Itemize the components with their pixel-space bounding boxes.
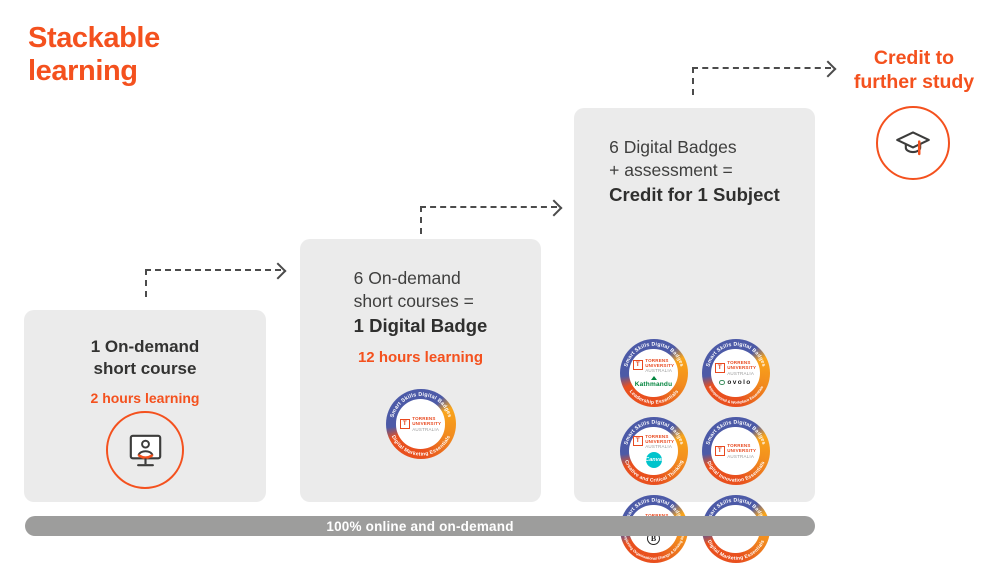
- arrow-head-icon: [269, 262, 287, 280]
- arrow-vertical-line: [692, 67, 694, 95]
- page-title: Stackable learning: [28, 22, 160, 88]
- footer-label: 100% online and on-demand: [326, 518, 514, 534]
- card-one-short-course: 1 On-demand short course 2 hours learnin…: [24, 310, 266, 502]
- graduation-cap-glyph: [896, 131, 930, 156]
- canva-logo: Canva: [645, 452, 662, 469]
- kathmandu-logo: Kathmandu: [635, 376, 673, 388]
- credit-line2: further study: [853, 70, 975, 93]
- card2-title-line2: short courses =: [353, 291, 474, 312]
- svg-text:Digital Innovation Essentials: Digital Innovation Essentials: [705, 460, 766, 483]
- ovolo-logo: ovolo: [719, 379, 751, 386]
- card1-title-line1: 1 On-demand: [90, 337, 200, 356]
- arrow-horizontal-line: [145, 269, 281, 271]
- svg-text:Smart Skills Digital Badges: Smart Skills Digital Badges: [623, 420, 684, 446]
- card3-title: 6 Digital Badges + assessment = Credit f…: [609, 136, 780, 207]
- card3-title-line3: Credit for 1 Subject: [609, 183, 780, 205]
- svg-text:Smart Skills Digital Badges: Smart Skills Digital Badges: [623, 342, 684, 368]
- badge-ring-text: Smart Skills Digital Badges Creative and…: [622, 420, 684, 484]
- card1-title: 1 On-demand short course: [24, 336, 266, 381]
- torrens-t-mark: T: [632, 436, 643, 447]
- graduation-cap-icon: [876, 106, 950, 180]
- arrow-head-icon: [545, 199, 563, 217]
- torrens-t-mark: T: [399, 418, 410, 429]
- card2-title: 6 On-demand short courses = 1 Digital Ba…: [354, 267, 488, 338]
- page-title-line1: Stackable: [28, 22, 160, 54]
- badge-ring-text: Smart Skills Digital Badges Digital Inno…: [705, 420, 766, 484]
- ovolo-circle-icon: [719, 379, 725, 386]
- monitor-person-icon: [106, 411, 184, 489]
- badge-ring-text: Smart Skills Digital Badges Interpersona…: [705, 342, 766, 405]
- svg-text:Creative and Critical Thinking: Creative and Critical Thinking: [622, 459, 684, 484]
- badge-ring-text: Smart Skills Digital Badges Leadership E…: [623, 342, 684, 406]
- page-title-line2: learning: [28, 55, 138, 88]
- card2-title-line1: 6 On-demand: [353, 268, 461, 288]
- torrens-t-mark: T: [632, 360, 643, 371]
- arrow-vertical-line: [145, 269, 147, 297]
- arrow-horizontal-line: [692, 67, 831, 69]
- footer-bar: 100% online and on-demand: [25, 516, 815, 536]
- card1-title-line2: short course: [93, 359, 197, 379]
- svg-text:Leadership Essentials: Leadership Essentials: [627, 389, 679, 406]
- card-six-digital-badges: 6 Digital Badges + assessment = Credit f…: [574, 108, 815, 563]
- credit-line1: Credit to: [873, 47, 955, 69]
- card2-duration: 12 hours learning: [357, 349, 484, 367]
- mountain-icon: [650, 376, 657, 381]
- arrow-horizontal-line: [420, 206, 557, 208]
- credit-to-further-study-label: Credit to further study: [836, 47, 992, 95]
- svg-text:Digital Marketing Essentials: Digital Marketing Essentials: [705, 539, 765, 562]
- torrens-t-mark: T: [714, 445, 725, 456]
- monitor-person-glyph: [129, 434, 161, 466]
- torrens-t-mark: T: [714, 362, 725, 373]
- arrow-head-icon: [819, 60, 837, 78]
- svg-text:Smart Skills Digital Badges: Smart Skills Digital Badges: [389, 392, 452, 419]
- card3-title-line2: + assessment =: [609, 160, 733, 181]
- badge-ring-text: Smart Skills Digital Badges Digital Mark…: [389, 392, 452, 458]
- svg-text:Smart Skills Digital Badges: Smart Skills Digital Badges: [705, 420, 766, 446]
- card-six-short-courses: 6 On-demand short courses = 1 Digital Ba…: [300, 239, 541, 502]
- svg-text:Smart Skills Digital Badges: Smart Skills Digital Badges: [705, 342, 766, 368]
- svg-text:Interpersonal & Workplace Esse: Interpersonal & Workplace Essentials: [707, 385, 764, 404]
- arrow-vertical-line: [420, 206, 422, 234]
- card2-title-line3: 1 Digital Badge: [353, 314, 488, 336]
- svg-text:Digital Marketing Essentials: Digital Marketing Essentials: [389, 434, 451, 457]
- card1-duration: 2 hours learning: [90, 389, 200, 406]
- card3-title-line1: 6 Digital Badges: [609, 137, 737, 157]
